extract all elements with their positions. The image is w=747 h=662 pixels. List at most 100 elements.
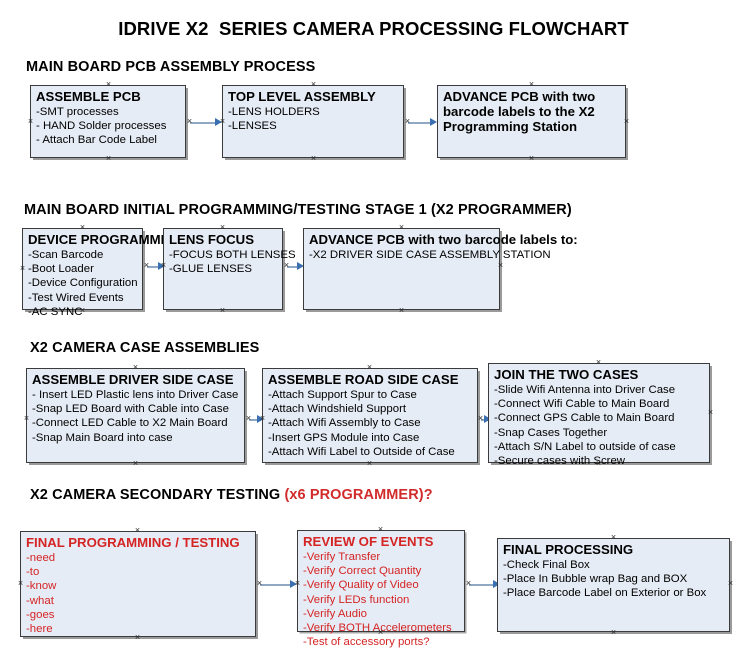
list-item: -Place In Bubble wrap Bag and BOX — [503, 573, 688, 586]
list-item: -Check Final Box — [503, 559, 590, 571]
list-item: -Snap Main Board into case — [32, 431, 173, 444]
page-title: IDRIVE X2 SERIES CAMERA PROCESSING FLOWC… — [118, 18, 629, 39]
node-assemble-pcb[interactable]: ASSEMBLE PCB -SMT processes - HAND Solde… — [30, 85, 186, 158]
section-heading-2-text: MAIN BOARD INITIAL PROGRAMMING/TESTING S… — [24, 202, 572, 218]
node-assemble-driver-side-case[interactable]: ASSEMBLE DRIVER SIDE CASE - Insert LED P… — [26, 368, 245, 463]
node-title: ASSEMBLE ROAD SIDE CASE — [268, 372, 459, 387]
arrow-head-icon — [493, 580, 500, 588]
connector-1b — [408, 122, 433, 124]
arrow-head-icon — [215, 118, 222, 126]
node-review-of-events[interactable]: REVIEW OF EVENTS -Verify Transfer -Verif… — [297, 530, 465, 648]
node-title: DEVICE PROGRAMMING — [28, 232, 185, 247]
section-heading-1-text: MAIN BOARD PCB ASSEMBLY PROCESS — [26, 59, 316, 75]
connector-3a — [249, 419, 261, 421]
node-advance-pcb-to-driver-side-case[interactable]: ADVANCE PCB with two barcode labels to: … — [303, 228, 578, 310]
list-item: -Connect Wifi Cable to Main Board — [494, 398, 670, 411]
node-title: ADVANCE PCB with two barcode labels to: — [309, 232, 578, 247]
node-item-list: - Insert LED Plastic lens into Driver Ca… — [32, 388, 240, 445]
connector-1a — [190, 122, 218, 124]
list-item: -Boot Loader — [28, 263, 94, 276]
node-item-list: -X2 DRIVER SIDE CASE ASSEMBLY STATION — [309, 248, 551, 262]
list-item: -LENS HOLDERS — [228, 106, 320, 118]
node-top-level-assembly[interactable]: TOP LEVEL ASSEMBLY -LENS HOLDERS -LENSES — [222, 85, 404, 158]
list-item: -Attach Wifi Assembly to Case — [268, 417, 421, 430]
list-item: -Secure cases with Screw — [494, 455, 626, 468]
connector-4b — [469, 584, 495, 586]
list-item: -Verify Quality of Video — [303, 579, 419, 592]
list-item: -LENSES — [228, 120, 277, 133]
node-title: ASSEMBLE DRIVER SIDE CASE — [32, 372, 234, 387]
section-heading-4: X2 CAMERA SECONDARY TESTING (x6 PROGRAMM… — [30, 487, 433, 503]
list-item: -Verify Correct Quantity — [303, 565, 422, 578]
list-item: -Insert GPS Module into Case — [268, 431, 420, 444]
list-item: -Verify Audio — [303, 607, 367, 620]
arrow-head-icon — [257, 415, 264, 423]
list-item: -Verify BOTH Accelerometers — [303, 622, 452, 635]
list-item: -Snap LED Board with Cable into Case — [32, 403, 229, 416]
arrow-head-icon — [484, 415, 491, 423]
node-title: FINAL PROCESSING — [503, 542, 634, 557]
node-item-list: -Attach Support Spur to Case -Attach Win… — [268, 388, 473, 459]
node-item-list: -need -to -know -what -goes -here — [26, 551, 251, 636]
arrow-head-icon — [290, 580, 297, 588]
list-item: -Test Wired Events — [28, 291, 124, 304]
list-item: -Attach Windshield Support — [268, 403, 407, 416]
section-heading-4-text: X2 CAMERA SECONDARY TESTING — [30, 487, 285, 503]
list-item: -FOCUS BOTH LENSES — [169, 249, 296, 261]
node-item-list: -SMT processes - HAND Solder processes -… — [36, 105, 181, 148]
list-item: -X2 DRIVER SIDE CASE ASSEMBLY STATION — [309, 249, 551, 261]
list-item: -Verify LEDs function — [303, 593, 410, 606]
list-item: -Place Barcode Label on Exterior or Box — [503, 587, 707, 600]
section-heading-1: MAIN BOARD PCB ASSEMBLY PROCESS — [26, 59, 315, 75]
arrow-head-icon — [297, 262, 304, 270]
node-item-list: -Verify Transfer -Verify Correct Quantit… — [303, 550, 460, 649]
list-item: -Scan Barcode — [28, 249, 104, 261]
node-lens-focus[interactable]: LENS FOCUS -FOCUS BOTH LENSES -GLUE LENS… — [163, 228, 296, 310]
connector-2b — [287, 266, 301, 268]
section-heading-4-accent: (x6 PROGRAMMER)? — [284, 487, 433, 503]
list-item: -GLUE LENSES — [169, 263, 252, 276]
section-heading-3: X2 CAMERA CASE ASSEMBLIES — [30, 340, 259, 356]
list-item: -Attach S/N Label to outside of case — [494, 440, 676, 453]
connector-4a — [260, 584, 293, 586]
list-item: -Attach Wifi Label to Outside of Case — [268, 445, 455, 458]
list-item: -what — [26, 594, 54, 607]
node-item-list: -Slide Wifi Antenna into Driver Case -Co… — [494, 383, 705, 468]
node-title: LENS FOCUS — [169, 232, 254, 247]
list-item: -Device Configuration — [28, 277, 138, 290]
list-item: -Attach Support Spur to Case — [268, 389, 417, 401]
node-device-programming[interactable]: DEVICE PROGRAMMING -Scan Barcode -Boot L… — [22, 228, 185, 318]
list-item: -AC SYNC — [28, 305, 83, 318]
node-advance-pcb-to-x2-programming[interactable]: ADVANCE PCB with two barcode labels to t… — [437, 85, 626, 158]
node-title: JOIN THE TWO CASES — [494, 367, 639, 382]
node-assemble-road-side-case[interactable]: ASSEMBLE ROAD SIDE CASE -Attach Support … — [262, 368, 478, 463]
node-title: REVIEW OF EVENTS — [303, 534, 434, 549]
list-item: -know — [26, 580, 57, 593]
node-title: ADVANCE PCB with two barcode labels to t… — [443, 89, 596, 134]
section-heading-3-text: X2 CAMERA CASE ASSEMBLIES — [30, 340, 260, 356]
node-item-list: -FOCUS BOTH LENSES -GLUE LENSES — [169, 248, 296, 276]
node-title: TOP LEVEL ASSEMBLY — [228, 89, 376, 104]
list-item: - Insert LED Plastic lens into Driver Ca… — [32, 389, 239, 401]
list-item: -Test of accessory ports? — [303, 636, 430, 649]
list-item: - HAND Solder processes — [36, 120, 167, 133]
node-item-list: -Check Final Box -Place In Bubble wrap B… — [503, 558, 725, 601]
list-item: -SMT processes — [36, 106, 119, 118]
node-item-list: -Scan Barcode -Boot Loader -Device Confi… — [28, 248, 138, 319]
list-item: -need — [26, 552, 56, 564]
node-item-list: -LENS HOLDERS -LENSES — [228, 105, 399, 133]
node-final-programming-testing[interactable]: FINAL PROGRAMMING / TESTING -need -to -k… — [20, 531, 256, 637]
list-item: - Attach Bar Code Label — [36, 134, 157, 147]
list-item: -Connect LED Cable to X2 Main Board — [32, 417, 228, 430]
node-join-the-two-cases[interactable]: JOIN THE TWO CASES -Slide Wifi Antenna i… — [488, 363, 710, 467]
list-item: -Connect GPS Cable to Main Board — [494, 412, 675, 425]
node-title: FINAL PROGRAMMING / TESTING — [26, 535, 240, 550]
list-item: -Slide Wifi Antenna into Driver Case — [494, 384, 676, 396]
list-item: -here — [26, 623, 53, 636]
node-title: ASSEMBLE PCB — [36, 89, 141, 104]
arrow-head-icon — [430, 118, 437, 126]
node-final-processing[interactable]: FINAL PROCESSING -Check Final Box -Place… — [497, 538, 730, 632]
arrow-head-icon — [158, 262, 165, 270]
list-item: -to — [26, 566, 40, 579]
